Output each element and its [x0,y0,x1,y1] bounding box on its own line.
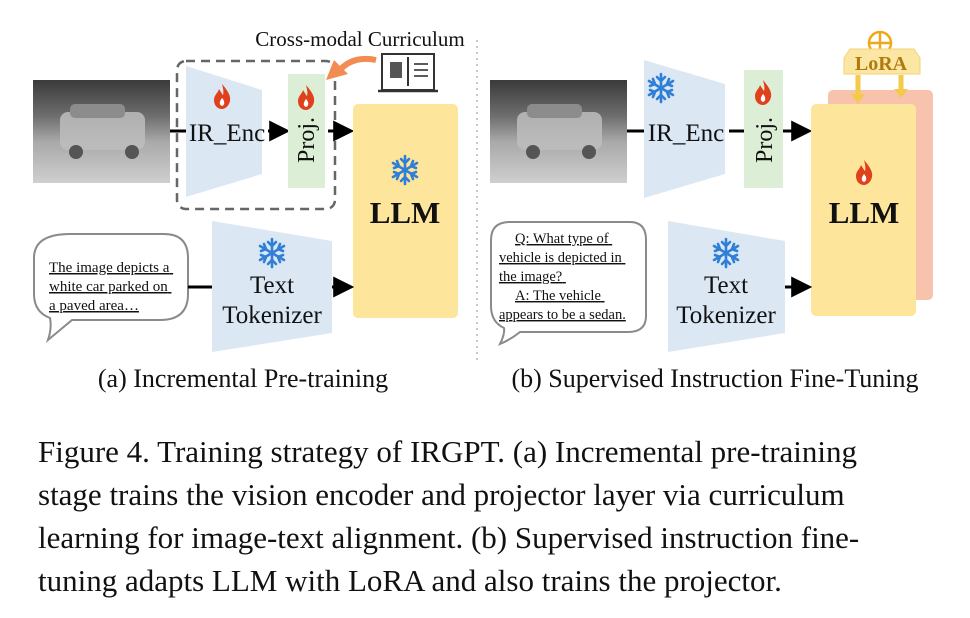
figure-caption-line-1: Figure 4. Training strategy of IRGPT. (a… [38,434,858,469]
panel-a-caption: (a) Incremental Pre-training [98,364,388,393]
speech-bubble-a: The image depicts a white car parked on … [33,233,189,344]
panel-b: IR_Enc Proj. LLM LoRA Q: What type of ve… [490,30,933,393]
bubble-line: A: The vehicle [515,288,601,304]
bubble-line: The image depicts a [49,260,170,276]
encoder-label-b: IR_Enc [648,120,724,147]
ir-encoder-b [644,60,725,198]
svg-text:The image depicts a wh: The image depicts a white car parked on … [49,260,173,314]
tokenizer-label-a: Tokenizer [222,302,322,329]
curriculum-label: Cross-modal Curriculum [255,27,464,51]
bubble-line: appears to be a sedan. [499,307,626,323]
bubble-line: a paved area… [49,298,139,314]
encoder-label-a: IR_Enc [189,120,265,147]
tokenizer-label-b: Tokenizer [676,302,776,329]
bubble-line: white car parked on [49,279,168,295]
llm-block-b [811,104,916,316]
ir-encoder-a [186,66,262,197]
lora-arrowhead-left [851,94,865,104]
projector-b [744,70,783,188]
llm-label-b: LLM [829,195,900,230]
text-tokenizer-a [212,221,332,352]
curriculum-box [175,59,337,211]
ir-image-a [33,80,170,183]
projector-label-b: Proj. [752,117,778,163]
lora-badge [843,48,921,75]
speech-bubble-b: Q: What type of vehicle is depicted in t… [490,221,647,346]
projector-a [288,74,325,188]
svg-text:Q: What type of vehicl: Q: What type of vehicle is depicted in t… [499,231,626,323]
figure-caption-line-4: tuning adapts LLM with LoRA and also tra… [38,563,782,598]
tokenizer-label-b: Text [704,272,748,299]
panel-a: IR_Enc Proj. LLM Cross-modal Curriculum [33,27,465,393]
bubble-line: the image? [499,269,562,285]
bubble-line: vehicle is depicted in [499,250,623,266]
figure-caption-line-3: learning for image-text alignment. (b) S… [38,520,860,555]
bubble-line: Q: What type of [515,231,609,247]
projector-label-a: Proj. [294,117,320,163]
figure-caption-line-2: stage trains the vision encoder and proj… [38,477,845,512]
lora-label: LoRA [855,53,908,75]
ir-image-b [490,80,627,183]
book-icon [378,53,438,93]
llm-label-a: LLM [370,195,441,230]
llm-block-a [353,104,458,318]
lora-arrowhead-right [894,89,908,98]
tokenizer-label-a: Text [250,272,294,299]
curriculum-arrowhead [326,60,348,80]
panel-b-caption: (b) Supervised Instruction Fine-Tuning [511,364,918,393]
text-tokenizer-b [668,221,785,352]
